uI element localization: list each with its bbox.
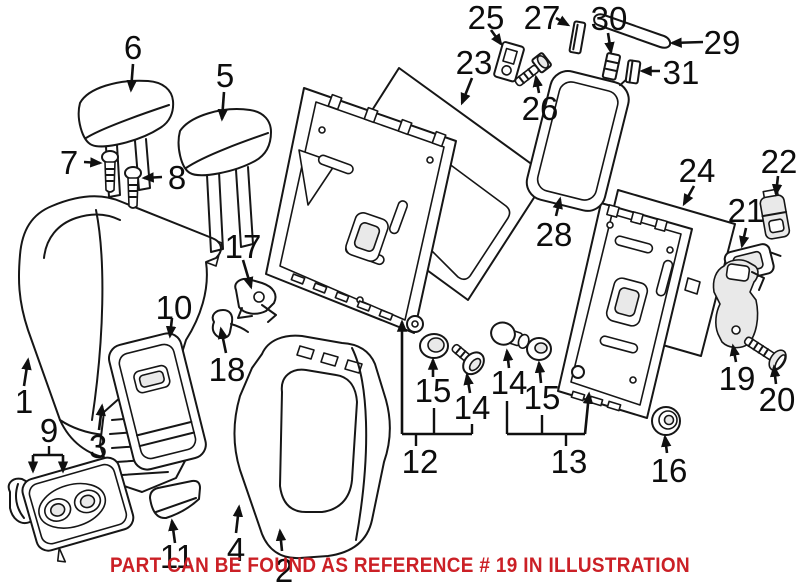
guide-screw-left (101, 150, 119, 193)
seat-frame-right (557, 202, 701, 419)
callout-10-label: 10 (156, 289, 193, 326)
seat-frame-left (265, 87, 457, 334)
callout-9-label: 9 (40, 412, 58, 449)
armrest (108, 332, 207, 471)
callout-3-label: 3 (89, 428, 107, 465)
latch-knob (759, 188, 791, 240)
callout-12-label: 12 (402, 443, 439, 480)
group-brackets (27, 319, 594, 474)
callout-20-label: 20 (759, 381, 796, 418)
callout-28-label: 28 (536, 216, 573, 253)
grommet-bushing-right (526, 337, 552, 361)
callout-18-label: 18 (209, 351, 246, 388)
backrest-cushion-left (17, 195, 223, 460)
bracket-plate (493, 41, 525, 83)
callout-arrows (21, 15, 783, 552)
callout-6-label: 6 (124, 29, 142, 66)
callout-13-label: 13 (551, 443, 588, 480)
reference-caption: PART CAN BE FOUND AS REFERENCE # 19 IN I… (110, 553, 690, 577)
headrest-left (77, 79, 175, 198)
callout-2-label: 2 (275, 552, 293, 584)
clip-strip (601, 52, 621, 81)
callout-21-label: 21 (728, 192, 765, 229)
callout-11-label: 11 (160, 538, 194, 575)
hex-bolt (514, 52, 552, 87)
pin-strip (568, 20, 587, 55)
callout-30-label: 30 (591, 0, 628, 37)
cupholder-tray (21, 456, 135, 563)
grommet-ring (651, 406, 681, 436)
hook-piece (211, 309, 249, 340)
callout-15a-label: 15 (415, 372, 452, 409)
callout-25-label: 25 (468, 0, 505, 36)
callout-29-label: 29 (704, 24, 741, 61)
frame-trim-panel (525, 70, 630, 212)
callout-7-label: 7 (60, 144, 78, 181)
flat-head-bolt (743, 336, 787, 371)
callout-27-label: 27 (524, 0, 561, 36)
grommet-bushing-left (419, 333, 449, 359)
backrest-cushion-right (233, 334, 391, 560)
headrest-right (177, 108, 272, 253)
callout-31-label: 31 (663, 54, 700, 91)
shoulder-screw-left (451, 343, 485, 376)
callout-24-label: 24 (679, 152, 716, 189)
callout-22-label: 22 (761, 143, 798, 180)
callout-4-label: 4 (227, 531, 245, 568)
callout-23-label: 23 (456, 44, 493, 81)
callout-14a-label: 14 (454, 389, 491, 426)
callout-17-label: 17 (225, 228, 262, 265)
seat-latch (712, 259, 765, 349)
callout-14b-label: 14 (491, 364, 528, 401)
guide-screw-right (124, 166, 142, 209)
latch-piece (234, 277, 277, 323)
callout-5-label: 5 (216, 57, 234, 94)
small-clip (619, 59, 642, 87)
shoulder-bushing-right (490, 321, 530, 350)
callout-1-label: 1 (15, 383, 33, 420)
callout-19-label: 19 (719, 360, 756, 397)
trim-strip (149, 479, 201, 520)
callout-16-label: 16 (651, 452, 688, 489)
callout-8-label: 8 (168, 159, 186, 196)
callout-26-label: 26 (522, 90, 559, 127)
callout-labels: 1 2 3 4 5 6 7 8 9 10 11 12 13 14 14 15 1… (15, 0, 798, 584)
callout-15b-label: 15 (524, 379, 561, 416)
